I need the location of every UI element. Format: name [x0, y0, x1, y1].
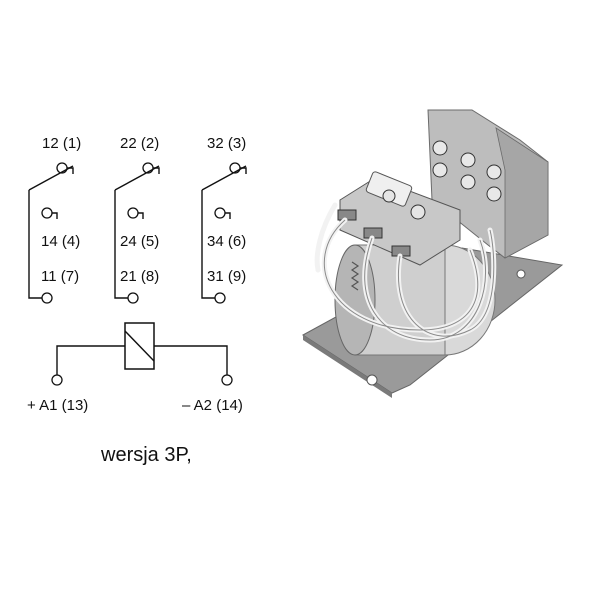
contact-2-nc-lead	[138, 212, 144, 219]
coil-a2-label: – A2 (14)	[182, 397, 243, 414]
contact-1-com-label: 11 (7)	[41, 268, 79, 285]
wire-outlines	[323, 219, 495, 341]
contact-1-nc-label: 14 (4)	[41, 233, 80, 250]
contact-1-common-wire	[28, 190, 42, 299]
screw-icon	[486, 186, 502, 202]
contact-2-switch-blade	[114, 165, 160, 191]
contact-1-switch-blade	[28, 165, 74, 191]
screw-icon	[486, 164, 502, 180]
terminal-screws	[432, 140, 502, 202]
contact-3-nc-lead	[225, 212, 231, 219]
contact-2-nc-terminal	[127, 207, 139, 219]
mounting-hole-icon	[366, 374, 378, 386]
mounting-hole-icon	[516, 269, 526, 279]
screw-icon	[432, 162, 448, 178]
contact-1-com-terminal	[41, 292, 53, 304]
contact-set-1: 12 (1) 14 (4) 11 (7)	[28, 135, 81, 304]
contact-set-2: 22 (2) 24 (5) 21 (8)	[114, 135, 160, 304]
contact-3-no-label: 32 (3)	[207, 135, 246, 152]
coil-a2-wire	[154, 345, 228, 375]
contact-3-switch-blade	[201, 165, 247, 191]
relay-photo	[302, 109, 564, 398]
contact-3-nc-terminal	[214, 207, 226, 219]
contact-1-nc-lead	[52, 212, 58, 219]
contact-1-nc-terminal	[41, 207, 53, 219]
contact-3-common-wire	[201, 190, 215, 299]
spring-icon	[350, 261, 360, 291]
screw-icon	[460, 174, 476, 190]
contact-2-nc-label: 24 (5)	[120, 233, 159, 250]
screw-icon	[432, 140, 448, 156]
coil-a1-wire	[56, 345, 125, 375]
coil-a1-label: + A1 (13)	[27, 397, 88, 414]
screw-icon	[410, 204, 426, 220]
caption: wersja 3P,	[100, 444, 192, 466]
contact-2-com-terminal	[127, 292, 139, 304]
contact-3-com-label: 31 (9)	[207, 268, 246, 285]
coil-diagonal	[124, 330, 155, 362]
wire	[314, 202, 338, 273]
contact-1-no-label: 12 (1)	[42, 135, 81, 152]
contact-2-common-wire	[114, 190, 128, 299]
contact-3-com-terminal	[214, 292, 226, 304]
screw-icon	[460, 152, 476, 168]
coil-a2-terminal	[221, 374, 233, 386]
coil-circuit: + A1 (13) – A2 (14)	[27, 322, 243, 414]
contact-2-com-label: 21 (8)	[120, 268, 159, 285]
contact-2-no-label: 22 (2)	[120, 135, 159, 152]
coil-a1-terminal	[51, 374, 63, 386]
terminal-block-side	[495, 127, 549, 259]
screw-icon	[382, 189, 396, 203]
contact-3-nc-label: 34 (6)	[207, 233, 246, 250]
contact-set-3: 32 (3) 34 (6) 31 (9)	[201, 135, 247, 304]
